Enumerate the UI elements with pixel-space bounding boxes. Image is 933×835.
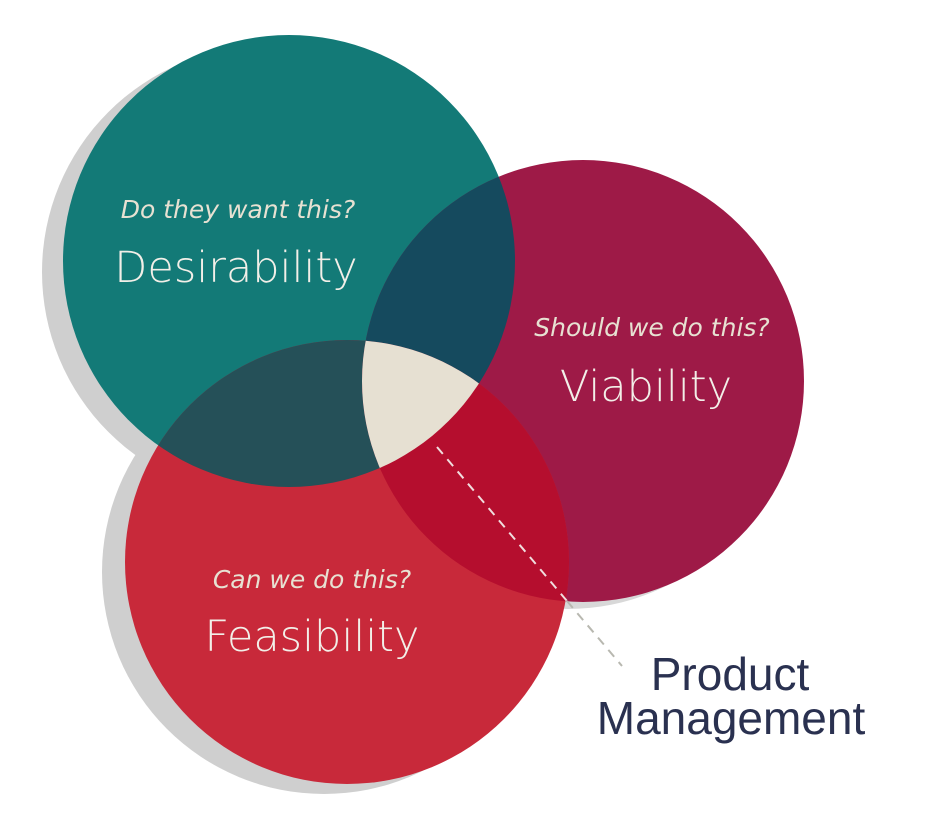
overlap-desirability-viability bbox=[362, 160, 515, 487]
product-management-label-line1: Product bbox=[651, 648, 810, 700]
viability-title: Viability bbox=[560, 362, 732, 412]
pointer-line-inner bbox=[436, 446, 568, 602]
overlap-viability-feasibility bbox=[362, 340, 569, 602]
product-management-label-line2: Management bbox=[597, 692, 866, 744]
desirability-title: Desirability bbox=[114, 243, 357, 293]
feasibility-title: Feasibility bbox=[205, 612, 420, 662]
desirability-question: Do they want this? bbox=[121, 195, 356, 224]
viability-question: Should we do this? bbox=[534, 313, 769, 342]
feasibility-question: Can we do this? bbox=[213, 565, 411, 594]
pointer-line-outer bbox=[566, 600, 623, 667]
